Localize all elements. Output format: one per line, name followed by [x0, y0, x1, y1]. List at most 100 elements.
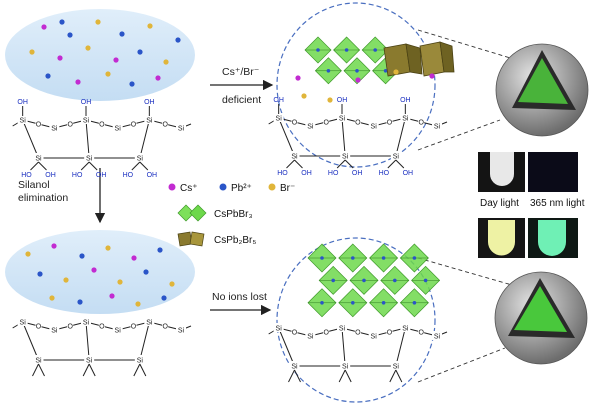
cs-ion	[429, 73, 435, 79]
photo-panel: Day light 365 nm light	[478, 152, 585, 258]
br-ion	[301, 93, 307, 99]
pb-site	[393, 278, 397, 283]
pb-ion	[175, 37, 181, 43]
o-atom: O	[67, 324, 73, 331]
arrow-bottom-label: No ions lost	[212, 291, 267, 303]
zoom-circle-top	[276, 2, 436, 168]
legend-br-label: Br⁻	[280, 183, 295, 194]
si-atom: Si	[339, 116, 346, 123]
pb-ion	[45, 73, 51, 79]
si-atom: Si	[35, 156, 42, 163]
ion-cloud-top	[5, 9, 195, 101]
si-atom: Si	[307, 124, 314, 131]
o-atom: O	[387, 330, 393, 337]
oh-group: OH	[96, 172, 107, 179]
pb-site	[381, 301, 386, 305]
arrow-left-label-1: Silanol	[18, 179, 50, 191]
pb-site	[383, 69, 388, 73]
legend-cs-dot	[168, 183, 176, 191]
br-ion	[63, 277, 69, 283]
o-atom: O	[418, 120, 424, 127]
cs-ion	[131, 255, 137, 261]
si-atom: Si	[20, 320, 27, 327]
pb-site	[320, 301, 324, 305]
si-atom: Si	[342, 364, 349, 371]
oh-group: OH	[352, 170, 363, 177]
br-ion	[169, 281, 175, 287]
si-atom: Si	[86, 156, 93, 163]
pb-site	[331, 278, 336, 283]
oh-group: HO	[21, 172, 32, 179]
cs-ion	[41, 24, 47, 30]
o-atom: O	[36, 324, 42, 331]
si-atom: Si	[137, 156, 144, 163]
si-atom: Si	[83, 320, 90, 327]
photo-uv-dark	[528, 152, 578, 192]
br-ion	[163, 59, 169, 65]
legend-cspb2br5-icon	[177, 231, 205, 247]
oh-group: OH	[403, 170, 414, 177]
arrow-left-label-2: elimination	[18, 192, 68, 204]
si-atom: Si	[402, 116, 409, 123]
pb-site	[351, 301, 355, 305]
pb-site	[316, 48, 320, 52]
pb-site	[351, 256, 355, 260]
oh-group: OH	[147, 172, 158, 179]
br-ion	[49, 295, 55, 301]
o-atom: O	[162, 122, 168, 129]
oh-group: OH	[144, 99, 155, 106]
si-atom: Si	[307, 334, 314, 341]
o-atom: O	[292, 120, 298, 127]
si-atom: Si	[35, 358, 42, 365]
br-ion	[105, 245, 111, 251]
si-atom: Si	[371, 334, 378, 341]
arrow-top-label-2: deficient	[222, 94, 261, 106]
br-ion	[117, 279, 123, 285]
si-atom: Si	[83, 118, 90, 125]
zoom-circle-bottom	[276, 237, 436, 403]
si-atom: Si	[51, 126, 58, 133]
oh-group: OH	[273, 97, 284, 104]
o-atom: O	[67, 122, 73, 129]
o-atom: O	[323, 120, 329, 127]
sphere-bottom	[494, 271, 588, 365]
br-ion	[393, 69, 399, 75]
legend-pb-dot	[219, 183, 227, 191]
photo-day-label: Day light	[480, 198, 519, 209]
oh-group: OH	[301, 170, 312, 177]
o-atom: O	[355, 330, 361, 337]
oh-group: HO	[379, 170, 390, 177]
pb-site	[412, 256, 417, 260]
legend-cspbbr3-icon	[177, 204, 207, 222]
pb-ion	[77, 299, 83, 305]
cs-ion	[109, 293, 115, 299]
cs-ion	[57, 55, 63, 61]
legend: Cs⁺ Pb²⁺ Br⁻ CsPbBr₃ CsPb₂Br₅	[168, 183, 295, 247]
legend-cspbbr3-label: CsPbBr₃	[214, 209, 253, 220]
oh-group: HO	[123, 172, 134, 179]
pb-ion	[129, 81, 135, 87]
vial-day-light	[490, 152, 514, 186]
o-atom: O	[36, 122, 42, 129]
pb-site	[381, 256, 386, 260]
si-atom: Si	[393, 364, 400, 371]
oh-group: OH	[337, 97, 348, 104]
oh-group: OH	[81, 99, 92, 106]
br-ion	[135, 301, 141, 307]
o-atom: O	[418, 330, 424, 337]
si-atom: Si	[86, 358, 93, 365]
cs-ion	[113, 57, 119, 63]
legend-cs-label: Cs⁺	[180, 183, 198, 194]
br-ion	[105, 71, 111, 77]
pb-ion	[119, 31, 125, 37]
o-atom: O	[162, 324, 168, 331]
oh-group: OH	[17, 99, 28, 106]
cs-ion	[91, 267, 97, 273]
pb-site	[344, 48, 349, 52]
o-atom: O	[99, 324, 105, 331]
